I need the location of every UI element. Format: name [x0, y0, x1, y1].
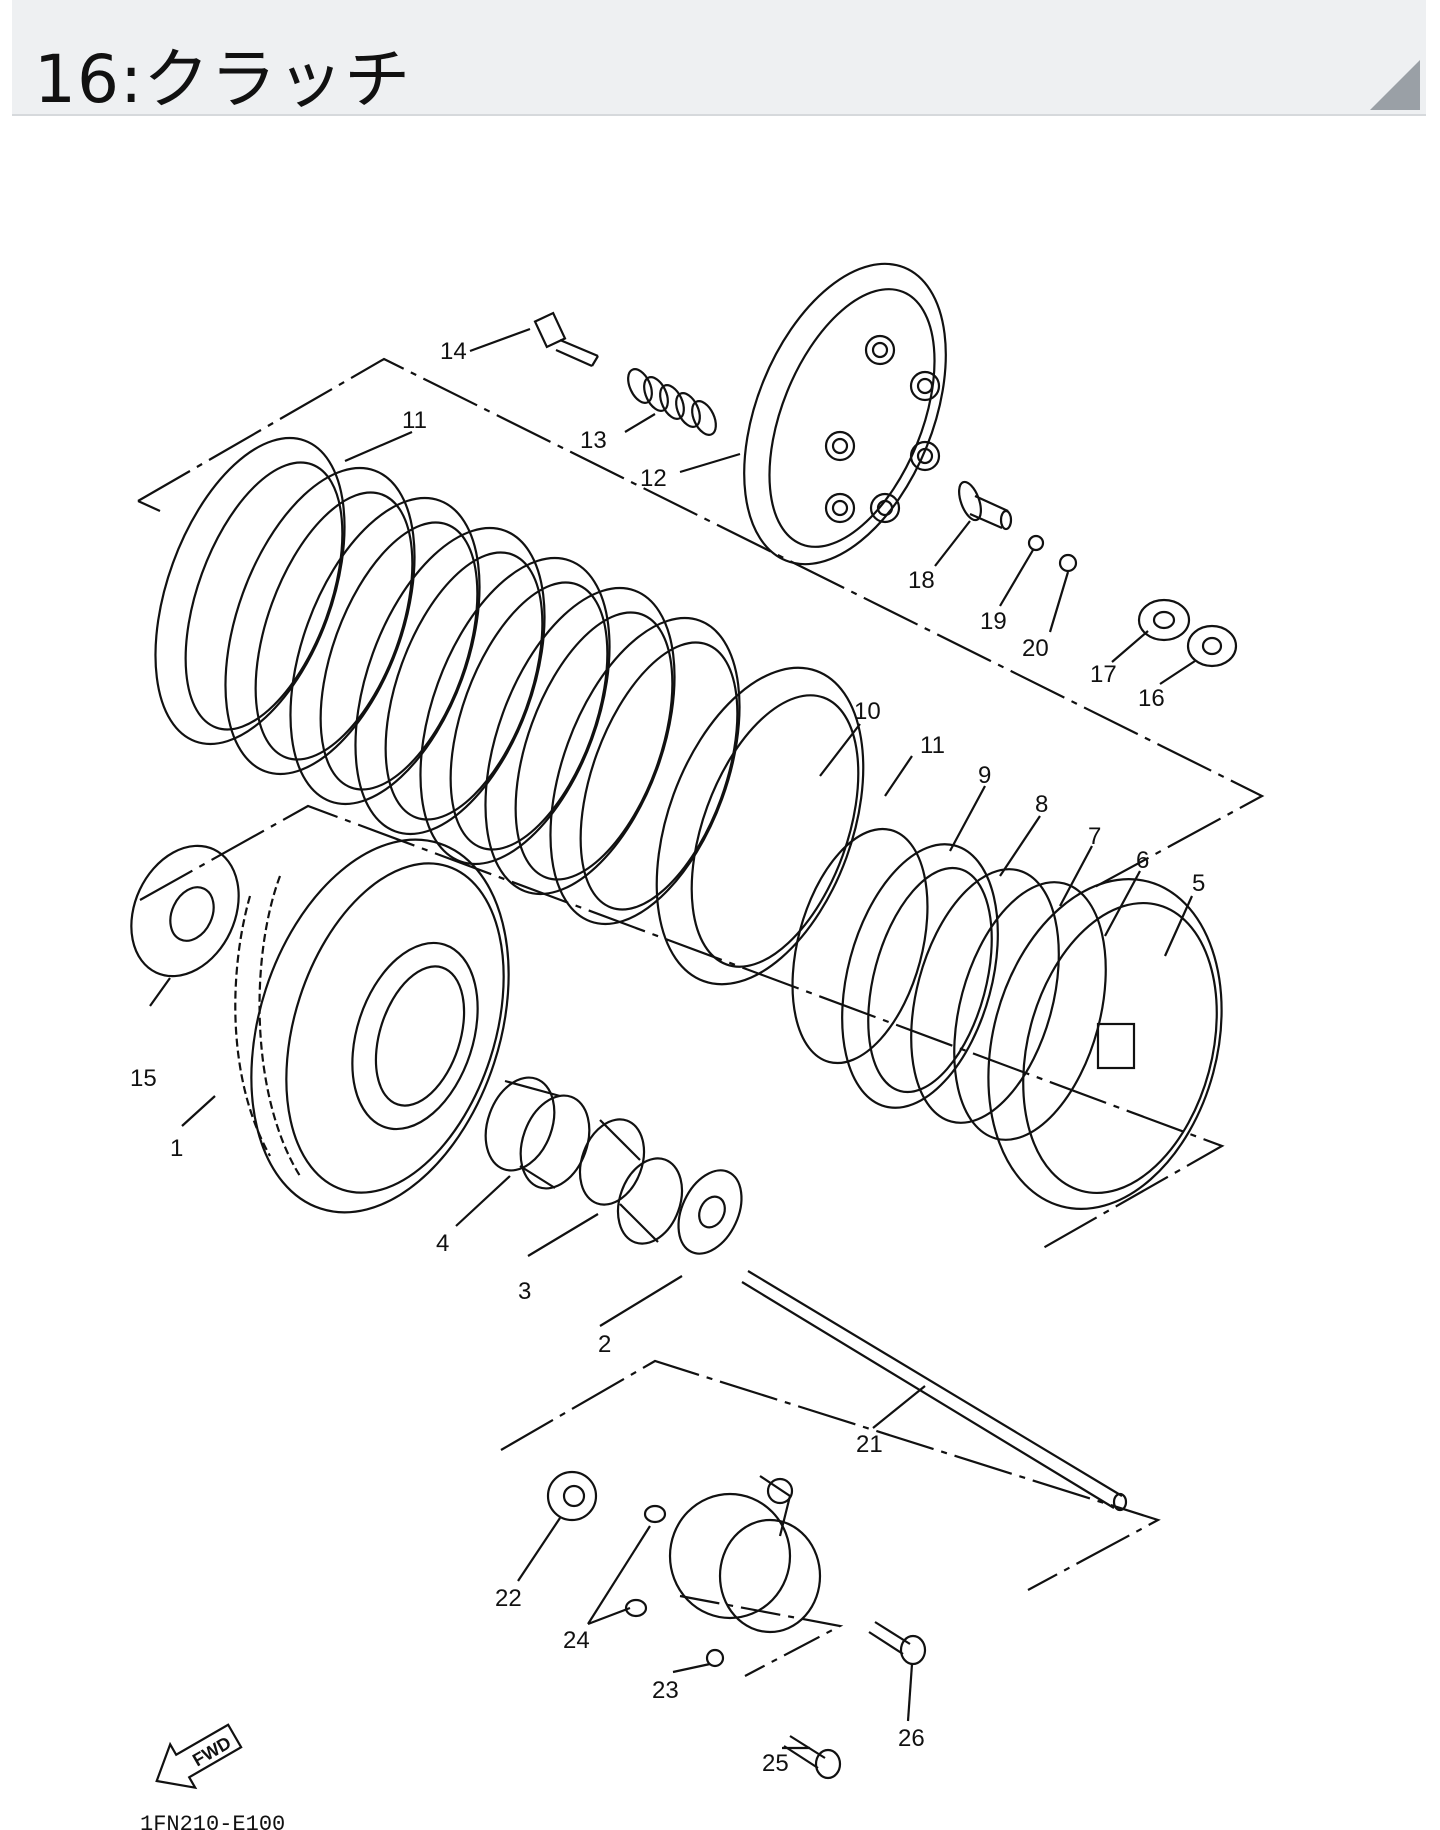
clutch-plate-stack [154, 436, 865, 986]
lower-group-outline [500, 1359, 1161, 1591]
callout-12: 12 [640, 465, 667, 492]
callout-21: 21 [856, 1431, 883, 1458]
bolt-26 [868, 1621, 927, 1666]
callout-6: 6 [1136, 847, 1149, 874]
washer-2 [677, 1169, 743, 1255]
wire-clip-9 [791, 827, 929, 1065]
fwd-arrow-icon: FWD [155, 1723, 243, 1790]
callout-11a: 11 [402, 407, 427, 434]
page-title: 16:クラッチ [34, 41, 412, 118]
callout-17: 17 [1090, 661, 1117, 688]
callout-19: 19 [980, 608, 1007, 635]
callout-15: 15 [130, 1065, 157, 1092]
callout-4: 4 [436, 1230, 449, 1257]
needle-bearing-4 [484, 1076, 591, 1190]
callout-3: 3 [518, 1278, 531, 1305]
ball-20 [1058, 553, 1078, 573]
collar-3 [578, 1118, 684, 1245]
diagram-code: 1FN210-E100 [140, 1812, 286, 1830]
callout-13: 13 [580, 427, 607, 454]
lock-washer-16 [1186, 624, 1238, 668]
callout-2: 2 [598, 1331, 611, 1358]
dowel-pin-24a [643, 1504, 667, 1524]
callout-18: 18 [908, 567, 935, 594]
bolt-14 [533, 311, 599, 368]
push-rod-18 [958, 480, 1013, 531]
clutch-boss-5 [987, 878, 1223, 1210]
callout-24: 24 [563, 1627, 590, 1654]
middle-group-outline [139, 804, 1225, 1249]
plate-washer-8 [841, 843, 999, 1109]
callout-23: 23 [652, 1677, 679, 1704]
dowel-pin-24b [624, 1598, 648, 1618]
callout-14: 14 [440, 338, 467, 365]
collapse-corner-icon[interactable] [1370, 60, 1420, 110]
callout-11b: 11 [920, 732, 945, 759]
nut-17 [1137, 598, 1191, 642]
upper-group-outline [137, 357, 1265, 889]
spring-13 [627, 368, 717, 436]
spring-seat-6 [953, 881, 1107, 1141]
spring-washer-7 [910, 868, 1060, 1124]
oil-seal-22 [546, 1470, 598, 1522]
release-cylinder-23 [668, 1475, 822, 1668]
thrust-washer-15 [130, 844, 240, 978]
callout-16: 16 [1138, 685, 1165, 712]
callout-1: 1 [170, 1135, 183, 1162]
callout-26: 26 [898, 1725, 925, 1752]
callout-20: 20 [1022, 635, 1049, 662]
page-header: 16:クラッチ [12, 0, 1426, 118]
washer-19 [1027, 534, 1045, 552]
callout-10: 10 [854, 698, 881, 725]
callout-22: 22 [495, 1585, 522, 1612]
callout-25: 25 [762, 1750, 789, 1777]
primary-driven-gear-1 [234, 838, 510, 1214]
clutch-exploded-diagram: 14 13 12 11 10 11 9 8 7 6 5 18 19 20 17 … [130, 262, 1265, 1790]
push-rod-21 [741, 1270, 1128, 1512]
callout-7: 7 [1088, 823, 1101, 850]
bolt-25 [783, 1735, 842, 1780]
callout-8: 8 [1035, 791, 1048, 818]
pressure-plate-12 [743, 262, 947, 566]
callout-9: 9 [978, 762, 991, 789]
callout-5: 5 [1192, 870, 1205, 897]
